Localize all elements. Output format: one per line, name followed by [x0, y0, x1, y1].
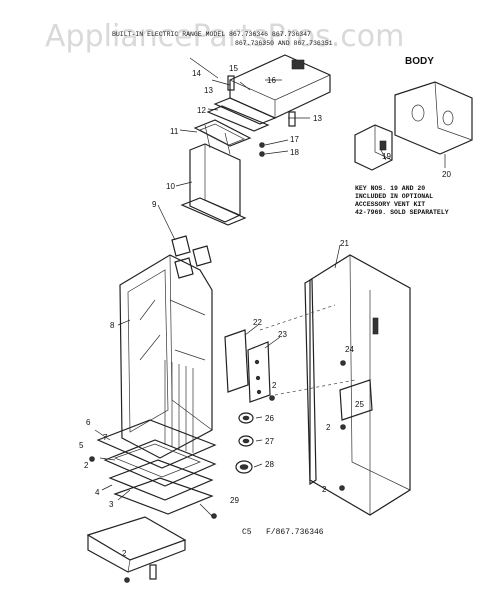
screw-29 [211, 513, 217, 519]
footer-code: C5 [242, 528, 252, 537]
bottom-panel [86, 516, 187, 583]
note-line-2: INCLUDED IN OPTIONAL [355, 193, 433, 200]
bracket-12 [206, 105, 270, 132]
screw-2-mid [269, 395, 275, 401]
footer-model: F/867.736346 [266, 528, 324, 537]
callout-28: 28 [265, 460, 274, 469]
callout-2-right: 2 [326, 423, 331, 432]
callout-6: 6 [86, 418, 91, 427]
callout-9: 9 [152, 200, 157, 209]
bracket-23 [247, 341, 271, 403]
duct-10 [180, 143, 247, 226]
leader-lines [94, 79, 446, 517]
note-line-1: KEY NOS. 19 AND 20 [355, 185, 425, 192]
callout-19: 19 [382, 152, 391, 161]
callout-2-bottom: 2 [122, 549, 127, 558]
knob-27 [238, 435, 254, 447]
callout-8: 8 [110, 321, 115, 330]
callout-20: 20 [442, 170, 451, 179]
header-line-2: 867.736350 AND 867.736351 [235, 40, 333, 47]
plates-9 [157, 204, 212, 279]
callout-15: 15 [229, 64, 238, 73]
knob-26 [238, 412, 254, 424]
callout-7: 7 [103, 433, 108, 442]
knob-28 [235, 460, 253, 474]
callouts: 14 15 16 13 13 12 11 17 18 10 9 21 22 23… [79, 64, 451, 558]
callout-17: 17 [290, 135, 299, 144]
clip-13 [227, 75, 296, 127]
screw-2-bottom [339, 485, 345, 491]
callout-11: 11 [170, 127, 179, 136]
callout-16: 16 [267, 76, 276, 85]
callout-3: 3 [109, 500, 114, 509]
callout-25: 25 [355, 400, 364, 409]
vent-kit-note: KEY NOS. 19 AND 20 INCLUDED IN OPTIONAL … [355, 185, 449, 216]
header-line-1: BUILT-IN ELECTRIC RANGE MODEL 867.736346… [112, 31, 311, 38]
base-frame-assembly [96, 419, 217, 515]
bracket-22 [224, 329, 249, 393]
screw-24 [340, 360, 346, 366]
callout-21: 21 [340, 239, 349, 248]
housing-21 [259, 254, 411, 516]
callout-2-mid: 2 [272, 381, 277, 390]
callout-18: 18 [290, 148, 299, 157]
frame-11 [193, 119, 252, 155]
callout-26: 26 [265, 414, 274, 423]
callout-14: 14 [192, 69, 201, 78]
callout-2-lower: 2 [322, 485, 327, 494]
callout-24: 24 [345, 345, 354, 354]
bracket-25 [339, 379, 373, 421]
callout-13-right: 13 [313, 114, 322, 123]
note-line-4: 42-7969. SOLD SEPARATELY [355, 209, 449, 216]
screws-17-18 [259, 142, 265, 157]
callout-27: 27 [265, 437, 274, 446]
vent-20 [394, 81, 473, 155]
callout-2-left: 2 [84, 461, 89, 470]
callout-29: 29 [230, 496, 239, 505]
callout-22: 22 [253, 318, 262, 327]
screw-2-right [340, 424, 346, 430]
callout-23: 23 [278, 330, 287, 339]
top-duct-assembly [189, 54, 331, 125]
callout-10: 10 [166, 182, 175, 191]
callout-13-left: 13 [204, 86, 213, 95]
side-panel-8 [119, 254, 213, 459]
watermark: AppliancePartsPros.com [45, 19, 404, 54]
note-line-3: ACCESSORY VENT KIT [355, 201, 425, 208]
section-title: BODY [405, 56, 434, 67]
callout-12: 12 [197, 106, 206, 115]
vent-19 [354, 124, 393, 171]
callout-5: 5 [79, 441, 84, 450]
screw-5 [89, 456, 95, 462]
callout-4: 4 [95, 488, 100, 497]
